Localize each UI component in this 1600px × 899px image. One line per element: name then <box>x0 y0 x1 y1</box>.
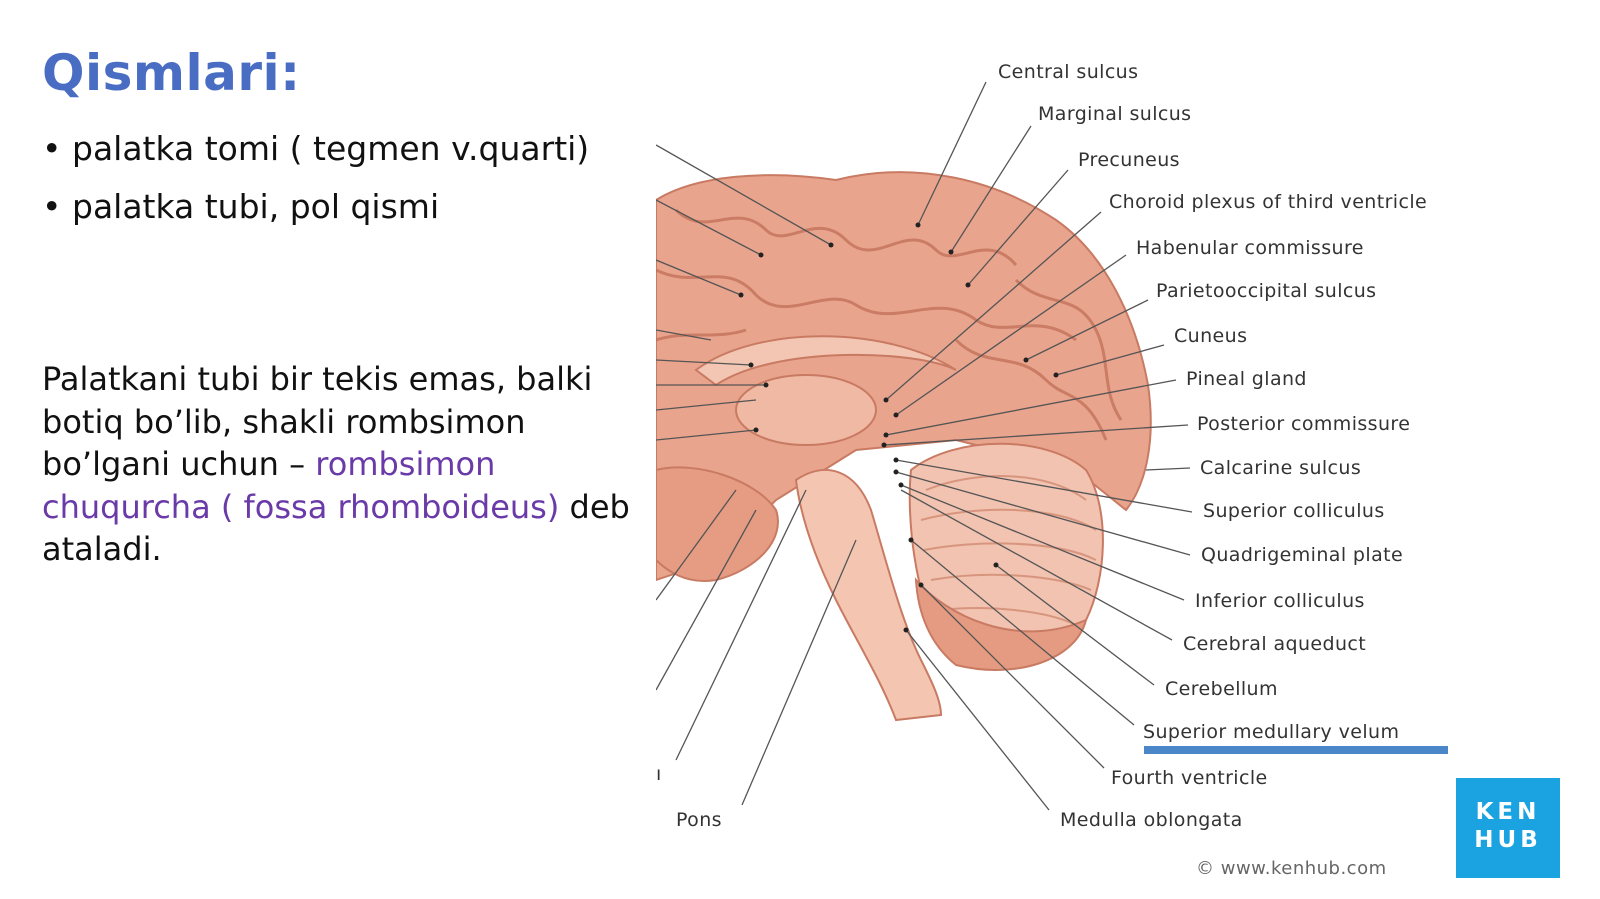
label-posterior-commissure: Posterior commissure <box>1197 413 1410 435</box>
bullet-item: palatka tubi, pol qismi <box>42 178 589 236</box>
kenhub-logo: KEN HUB <box>1456 778 1560 878</box>
label-medulla-oblongata: Medulla oblongata <box>1060 809 1243 831</box>
leader-lines <box>656 81 1193 811</box>
brainstem-shape <box>794 469 943 722</box>
label-precuneus: Precuneus <box>1078 149 1180 171</box>
credit-text: © www.kenhub.com <box>1196 858 1387 879</box>
logo-line-1: KEN <box>1475 799 1541 825</box>
label-superior-medullary-velum: Superior medullary velum <box>1143 721 1399 743</box>
highlighted-term: rombsimon chuqurcha ( fossa rhomboideus) <box>42 445 560 526</box>
cerebellum-lower <box>914 577 1088 671</box>
label-parietooccipital-sulcus: Parietooccipital sulcus <box>1156 280 1376 302</box>
label-cerebral-aqueduct: Cerebral aqueduct <box>1183 633 1366 655</box>
corpus-callosum <box>694 335 957 387</box>
brain-illustration: Central sulcus Marginal sulcus Precuneus… <box>656 61 1448 831</box>
paragraph-text: Palatkani tubi bir tekis emas, balki bot… <box>42 360 593 483</box>
body-paragraph: Palatkani tubi bir tekis emas, balki bot… <box>42 358 652 571</box>
label-cuneus: Cuneus <box>1174 325 1247 347</box>
label-underline-bar <box>1144 746 1448 754</box>
leader-dots <box>738 222 1059 633</box>
bullet-item: palatka tomi ( tegmen v.quarti) <box>42 120 589 178</box>
label-quadrigeminal-plate: Quadrigeminal plate <box>1201 544 1403 566</box>
paragraph-text-end: deb ataladi. <box>42 487 630 569</box>
slide-title: Qismlari: <box>42 44 301 102</box>
label-fourth-ventricle: Fourth ventricle <box>1111 767 1268 789</box>
bullet-list: palatka tomi ( tegmen v.quarti) palatka … <box>42 120 589 236</box>
label-cerebellum: Cerebellum <box>1165 678 1278 700</box>
label-habenular-commissure: Habenular commissure <box>1136 237 1364 259</box>
brain-sagittal-diagram: Central sulcus Marginal sulcus Precuneus… <box>656 40 1586 890</box>
thalamus <box>735 374 877 446</box>
diagram-labels: Central sulcus Marginal sulcus Precuneus… <box>656 61 1448 831</box>
label-choroid-plexus: Choroid plexus of third ventricle <box>1109 191 1427 213</box>
label-marginal-sulcus: Marginal sulcus <box>1038 103 1191 125</box>
label-pineal-gland: Pineal gland <box>1186 368 1307 390</box>
label-pons: Pons <box>676 809 722 831</box>
temporal-lobe <box>656 466 779 582</box>
label-calcarine-sulcus: Calcarine sulcus <box>1200 457 1361 479</box>
logo-line-2: HUB <box>1474 827 1542 853</box>
gyri-lines <box>656 208 1123 441</box>
cerebrum-shape <box>656 171 1152 582</box>
label-central-sulcus: Central sulcus <box>998 61 1138 83</box>
label-cut-left: ı <box>656 763 662 785</box>
label-superior-colliculus: Superior colliculus <box>1203 500 1385 522</box>
label-inferior-colliculus: Inferior colliculus <box>1195 590 1365 612</box>
